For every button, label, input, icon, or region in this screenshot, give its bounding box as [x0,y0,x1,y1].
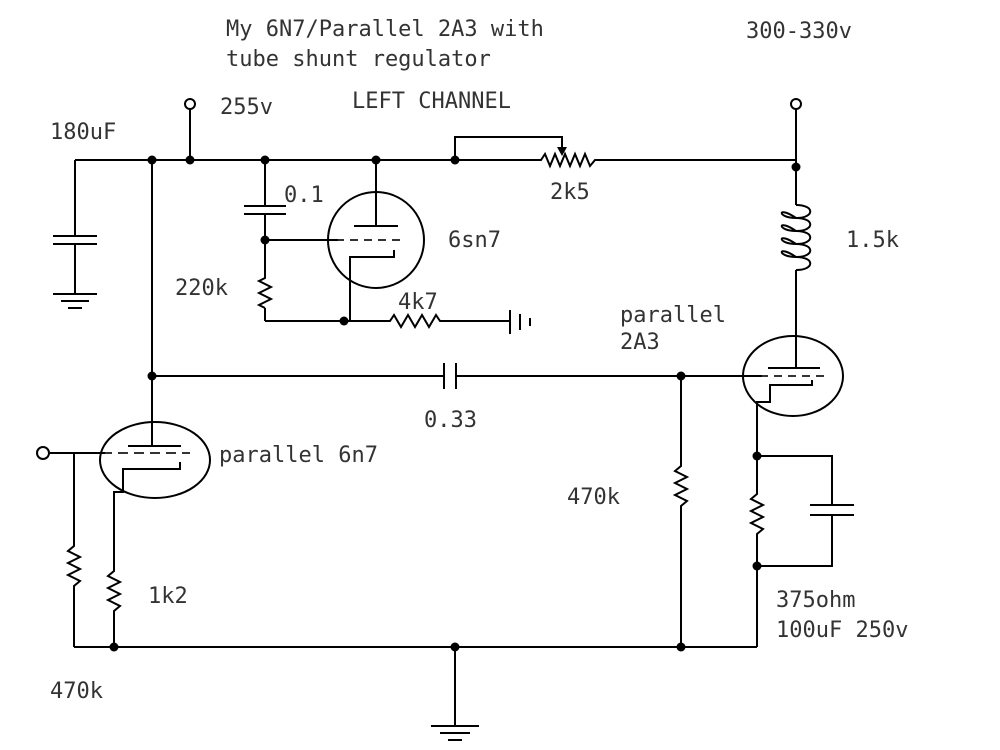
output-grid-resistor-label: 470k [567,485,620,510]
output-cathode-parts-label-2: 100uF 250v [776,618,908,643]
channel-label: LEFT CHANNEL [352,89,511,114]
driver-tube-symbol [99,421,211,499]
input-grid-resistor-symbol [65,542,83,590]
regulator-tube-symbol [327,191,425,289]
ground-regulator-icon [509,310,531,334]
output-tube-label-2: 2A3 [620,330,660,355]
input-terminal [36,446,50,460]
output-tube-label-1: parallel [620,303,726,328]
title-line-1: My 6N7/Parallel 2A3 with [226,17,544,42]
choke-label: 1.5k [846,228,899,253]
coupling-cap-label: 0.33 [424,408,477,433]
grid-resistor-reg-label: 220k [175,276,228,301]
output-grid-resistor-symbol [672,462,690,510]
cathode-bypass-capacitor-symbol [810,504,854,516]
cathode-resistor-reg-label: 4k7 [398,290,438,315]
bypass-capacitor-symbol [244,205,286,215]
b-plus-high-label: 300-330v [746,19,852,44]
coupling-capacitor-symbol [443,363,457,389]
output-cathode-resistor-symbol [748,490,766,538]
driver-cathode-resistor-symbol [105,567,123,615]
series-potentiometer-symbol [538,147,598,169]
b-plus-high-terminal [790,98,802,110]
b-plus-low-terminal [184,98,196,110]
reservoir-capacitor-symbol [53,235,97,245]
title-line-2: tube shunt regulator [226,47,491,72]
bypass-cap-label: 0.1 [284,183,324,208]
series-pot-label: 2k5 [550,180,590,205]
choke-symbol [780,204,812,271]
ground-main-icon [431,725,479,741]
ground-reservoir-icon [53,293,97,309]
reservoir-cap-label: 180uF [50,120,116,145]
output-tube-symbol [742,335,844,417]
output-cathode-parts-label-1: 375ohm [776,588,855,613]
driver-tube-label: parallel 6n7 [219,443,378,468]
cathode-resistor-reg-symbol [386,313,444,329]
input-grid-resistor-label: 470k [50,679,103,704]
wiring [50,109,833,726]
b-plus-low-label: 255v [220,95,273,120]
junction-dots [109,155,801,652]
grid-resistor-reg-symbol [256,274,274,309]
driver-cathode-resistor-label: 1k2 [148,584,188,609]
regulator-tube-label: 6sn7 [448,228,501,253]
